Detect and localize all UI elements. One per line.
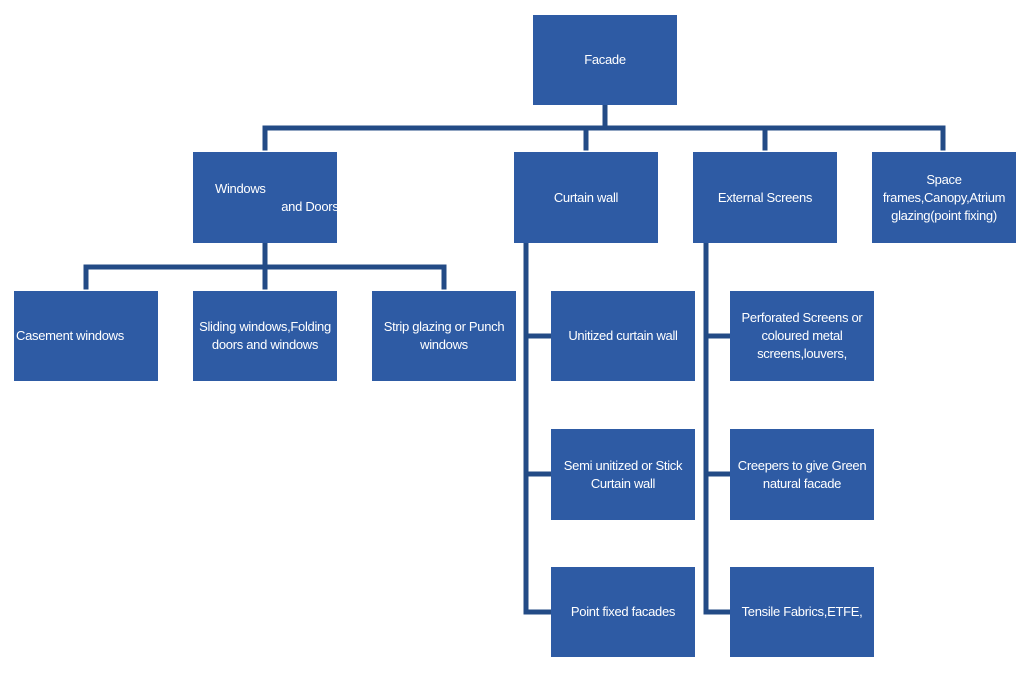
node-space-frames: Space frames,Canopy,Atrium glazing(point… bbox=[872, 152, 1016, 243]
node-facade: Facade bbox=[533, 15, 677, 105]
node-semi-unitized-label: Semi unitized or Stick Curtain wall bbox=[563, 457, 683, 491]
node-external-screens: External Screens bbox=[693, 152, 837, 243]
node-curtain-wall: Curtain wall bbox=[514, 152, 658, 243]
node-unitized-curtain-wall: Unitized curtain wall bbox=[551, 291, 695, 381]
node-perforated-screens: Perforated Screens or coloured metal scr… bbox=[730, 291, 874, 381]
node-sliding-windows-label: Sliding windows,Folding doors and window… bbox=[199, 319, 331, 352]
node-casement-windows-label: Casement windows bbox=[16, 328, 124, 343]
node-point-fixed: Point fixed facades bbox=[551, 567, 695, 657]
node-unitized-curtain-wall-label: Unitized curtain wall bbox=[568, 328, 678, 343]
node-semi-unitized: Semi unitized or Stick Curtain wall bbox=[551, 429, 695, 520]
node-point-fixed-label: Point fixed facades bbox=[570, 604, 676, 619]
node-windows-and-doors-label: Windows and Doors bbox=[215, 180, 339, 214]
node-tensile-fabrics-label: Tensile Fabrics,ETFE, bbox=[741, 604, 863, 619]
node-strip-glazing: Strip glazing or Punch windows bbox=[372, 291, 516, 381]
node-windows-and-doors: Windows and Doors bbox=[193, 152, 339, 243]
node-perforated-screens-label: Perforated Screens or coloured metal scr… bbox=[741, 310, 863, 361]
node-sliding-windows: Sliding windows,Folding doors and window… bbox=[193, 291, 337, 381]
node-curtain-wall-label: Curtain wall bbox=[553, 189, 619, 205]
node-strip-glazing-label: Strip glazing or Punch windows bbox=[383, 319, 505, 352]
node-tensile-fabrics: Tensile Fabrics,ETFE, bbox=[730, 567, 874, 657]
node-facade-label: Facade bbox=[584, 52, 626, 67]
node-space-frames-label: Space frames,Canopy,Atrium glazing(point… bbox=[882, 171, 1006, 223]
node-casement-windows: Casement windows bbox=[14, 291, 158, 381]
node-creepers: Creepers to give Green natural facade bbox=[730, 429, 874, 520]
node-external-screens-label: External Screens bbox=[717, 189, 813, 205]
node-creepers-label: Creepers to give Green natural facade bbox=[737, 457, 867, 491]
